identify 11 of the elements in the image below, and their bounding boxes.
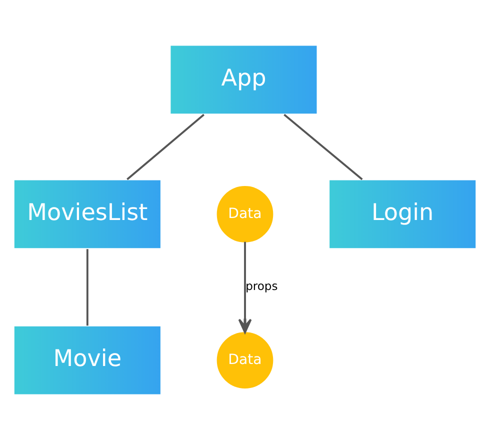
connector: [86, 249, 88, 326]
node-box: Login: [328, 179, 477, 250]
connector: [284, 114, 363, 180]
node-box: Movie: [13, 325, 162, 396]
edge-label: props: [246, 279, 278, 294]
node-box: MoviesList: [13, 179, 162, 250]
node-circle: Data: [216, 332, 274, 388]
node-box: App: [169, 44, 318, 115]
arrow: [238, 242, 252, 334]
connector: [126, 114, 204, 180]
node-circle: Data: [216, 186, 274, 242]
